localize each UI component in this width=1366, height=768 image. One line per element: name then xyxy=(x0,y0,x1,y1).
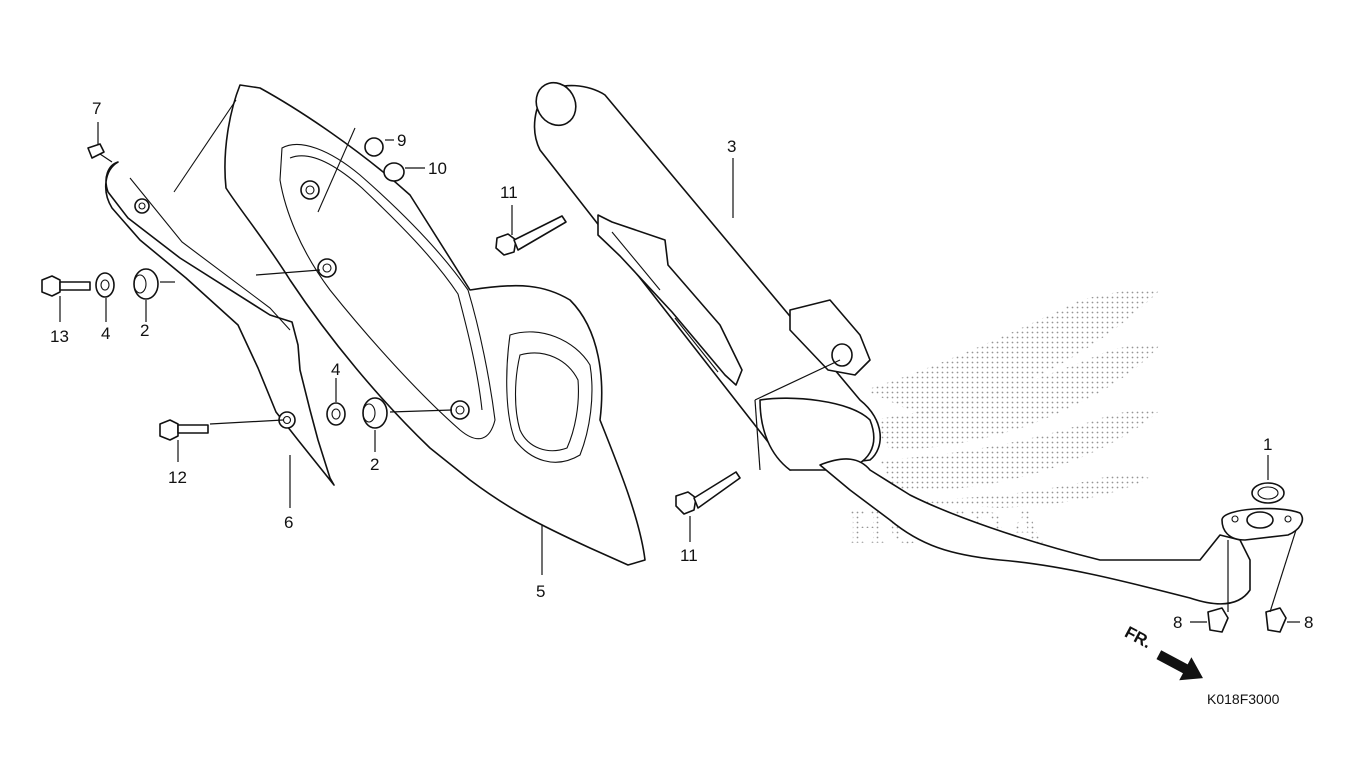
diagram-code: K018F3000 xyxy=(1207,691,1280,707)
arrow-icon xyxy=(1156,650,1203,681)
hardware xyxy=(41,137,1287,633)
exhaust-flange xyxy=(1221,482,1304,541)
callout-7: 7 xyxy=(92,99,101,118)
front-direction-marker: FR. xyxy=(1122,623,1203,681)
muffler xyxy=(533,81,1251,605)
callout-12: 12 xyxy=(168,468,187,487)
callout-11-lower: 11 xyxy=(680,546,698,565)
callout-9: 9 xyxy=(397,131,406,150)
callout-4-upper: 4 xyxy=(101,324,110,343)
callout-8-right: 8 xyxy=(1304,613,1313,632)
callout-1: 1 xyxy=(1263,435,1272,454)
heat-guard-small xyxy=(105,161,335,486)
callout-13: 13 xyxy=(50,327,69,346)
callout-2-upper: 2 xyxy=(140,321,149,340)
callout-10: 10 xyxy=(428,159,447,178)
callout-11-upper: 11 xyxy=(500,183,518,202)
callout-3: 3 xyxy=(727,137,736,156)
callout-5: 5 xyxy=(536,582,545,601)
front-label: FR. xyxy=(1122,623,1155,653)
callout-8-left: 8 xyxy=(1173,613,1182,632)
muffler-protector xyxy=(173,84,646,566)
callout-2-lower: 2 xyxy=(370,455,379,474)
callout-4-lower: 4 xyxy=(331,360,340,379)
callout-6: 6 xyxy=(284,513,293,532)
leader-lines xyxy=(59,122,1300,623)
